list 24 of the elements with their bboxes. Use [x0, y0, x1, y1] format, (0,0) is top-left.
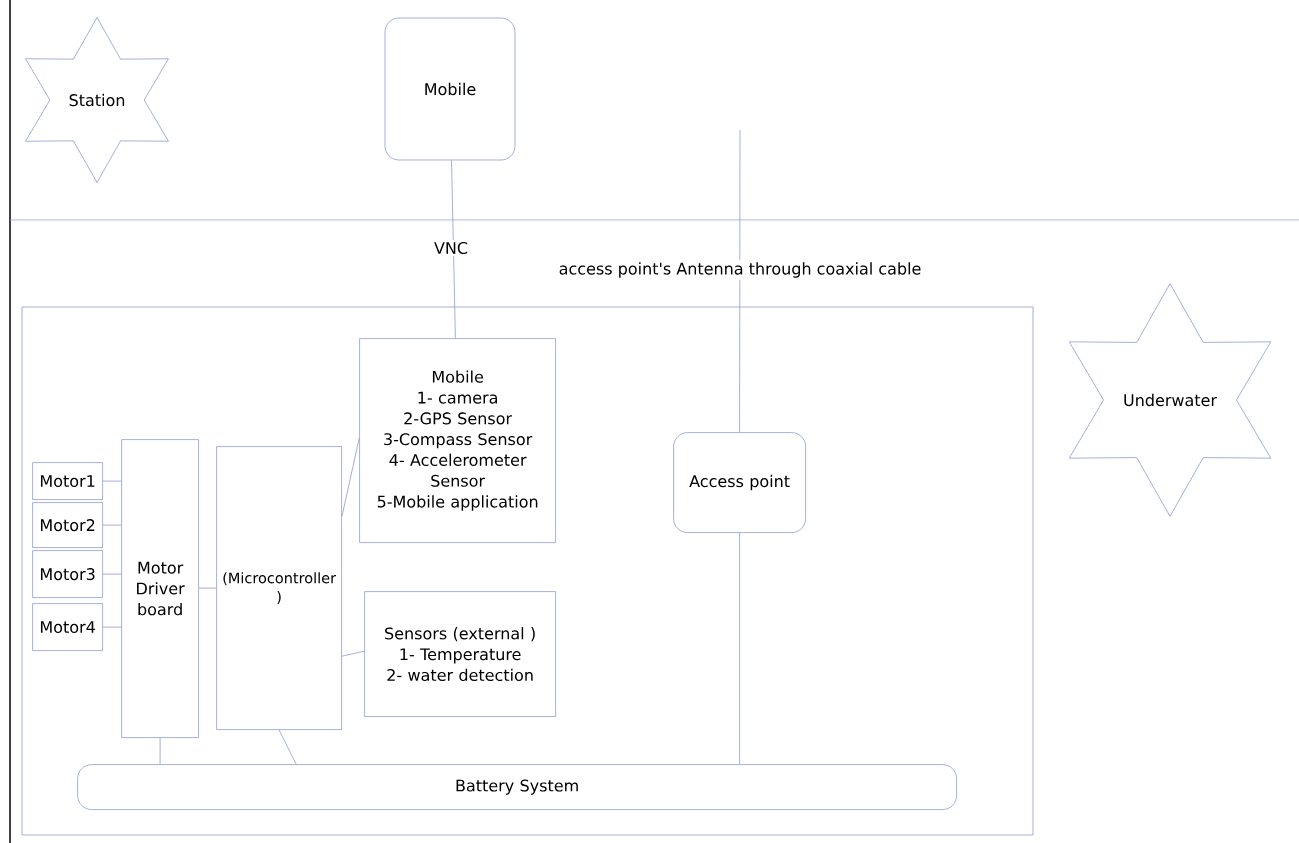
connector-line: [102, 524, 122, 526]
connector-line: [451, 160, 456, 339]
connector-line: [278, 729, 297, 765]
connector-line: [739, 129, 741, 433]
process-box: Motor Driver board: [121, 439, 199, 738]
rounded-box: Mobile: [384, 17, 516, 161]
motor-box: Motor2: [32, 502, 103, 548]
connector-line: [102, 573, 122, 575]
process-box: (Microcontroller ): [216, 446, 342, 730]
edge-label: access point's Antenna through coaxial cable: [556, 260, 924, 280]
connector-line: [198, 587, 217, 589]
connector-line: [102, 626, 122, 628]
connector-line: [159, 737, 161, 765]
motor-box: Motor3: [32, 550, 103, 598]
connector-line: [102, 480, 122, 482]
rounded-box: Access point: [673, 432, 806, 533]
connector-line: [341, 650, 365, 657]
connector-line: [739, 532, 740, 765]
list-box: Sensors (external ) 1- Temperature 2- water detection: [364, 591, 556, 717]
bar-box: Battery System: [77, 764, 957, 810]
motor-box: Motor1: [32, 462, 103, 500]
edge-label: VNC: [431, 239, 471, 257]
list-box: Mobile 1- camera 2-GPS Sensor 3-Compass Sensor 4- Accelerometer Sensor 5-Mobile application: [359, 338, 556, 543]
motor-box: Motor4: [32, 603, 103, 651]
